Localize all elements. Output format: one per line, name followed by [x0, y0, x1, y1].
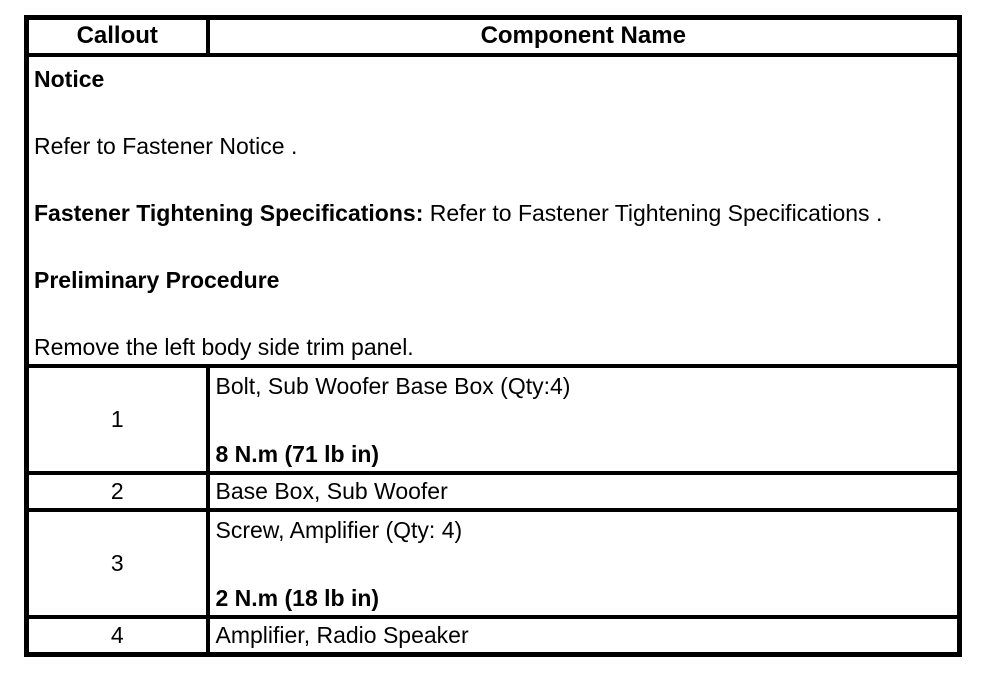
- component-name: Amplifier, Radio Speaker: [215, 621, 469, 648]
- component-spec-table: Callout Component Name Notice Refer to F…: [24, 15, 962, 657]
- callout-number: 1: [24, 363, 210, 475]
- component-cell: Bolt, Sub Woofer Base Box (Qty:4) 8 N.m …: [205, 363, 962, 475]
- table-row: 2 Base Box, Sub Woofer: [24, 470, 962, 512]
- component-cell: Amplifier, Radio Speaker: [205, 614, 962, 656]
- component-name: Bolt, Sub Woofer Base Box (Qty:4): [215, 372, 571, 399]
- component-cell: Screw, Amplifier (Qty: 4) 2 N.m (18 lb i…: [205, 507, 962, 619]
- fastener-spec-text: Refer to Fastener Tightening Specificati…: [423, 199, 883, 226]
- preliminary-procedure-step: Remove the left body side trim panel.: [34, 333, 414, 360]
- table-row: 1 Bolt, Sub Woofer Base Box (Qty:4) 8 N.…: [24, 363, 962, 475]
- fastener-spec-line: Fastener Tightening Specifications: Refe…: [34, 196, 951, 230]
- preliminary-procedure-title: Preliminary Procedure: [34, 266, 280, 293]
- table-row: 3 Screw, Amplifier (Qty: 4) 2 N.m (18 lb…: [24, 507, 962, 619]
- callout-number: 3: [24, 507, 210, 619]
- notice-title: Notice: [34, 65, 105, 92]
- component-cell: Base Box, Sub Woofer: [205, 470, 962, 512]
- header-row: Callout Component Name: [24, 15, 962, 57]
- fastener-spec-label: Fastener Tightening Specifications:: [34, 199, 424, 226]
- notice-row: Notice Refer to Fastener Notice . Fasten…: [24, 52, 962, 368]
- notice-cell: Notice Refer to Fastener Notice . Fasten…: [24, 52, 962, 368]
- torque-spec: 2 N.m (18 lb in): [215, 584, 380, 611]
- callout-column-header: Callout: [24, 15, 210, 57]
- table-row: 4 Amplifier, Radio Speaker: [24, 614, 962, 656]
- callout-number: 4: [24, 614, 210, 656]
- torque-spec: 8 N.m (71 lb in): [215, 440, 380, 467]
- component-name: Screw, Amplifier (Qty: 4): [215, 516, 463, 543]
- fastener-notice-text: Refer to Fastener Notice .: [34, 132, 298, 159]
- component-name-column-header: Component Name: [205, 15, 962, 57]
- callout-number: 2: [24, 470, 210, 512]
- component-name: Base Box, Sub Woofer: [215, 477, 448, 504]
